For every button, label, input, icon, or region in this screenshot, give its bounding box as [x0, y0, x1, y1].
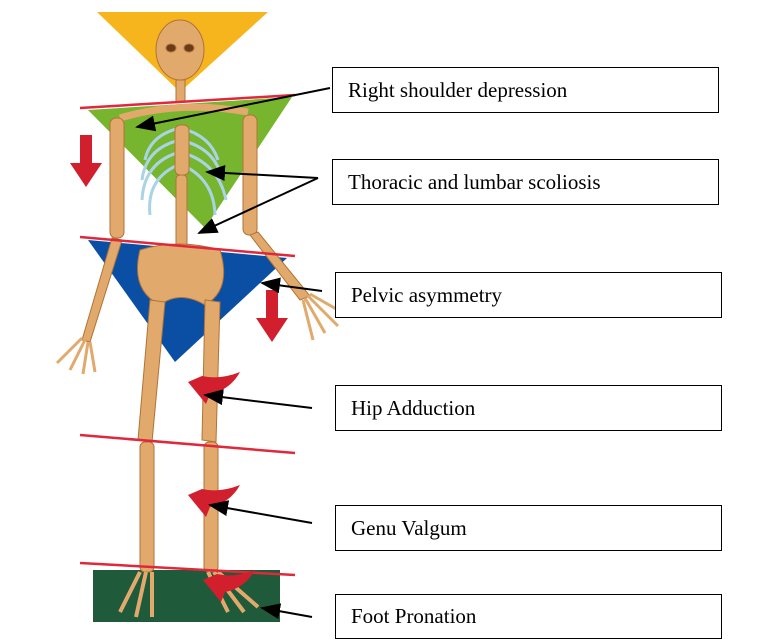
skeleton: [55, 19, 346, 618]
foot-rotation-arrow-icon: [203, 570, 255, 602]
label-right-shoulder-depression: Right shoulder depression: [332, 67, 719, 113]
label-pelvic-asymmetry: Pelvic asymmetry: [335, 272, 722, 318]
shoulder-down-arrow-icon: [70, 135, 102, 187]
label-hip-adduction: Hip Adduction: [335, 385, 722, 431]
pointer-arrows: [135, 87, 331, 620]
label-thoracic-lumbar-scoliosis: Thoracic and lumbar scoliosis: [332, 159, 719, 205]
hip-rotation-arrow-icon: [188, 372, 240, 404]
foot-base: [93, 570, 280, 622]
label-genu-valgum: Genu Valgum: [335, 505, 722, 551]
label-foot-pronation: Foot Pronation: [335, 594, 722, 639]
pelvis-down-arrow-icon: [256, 290, 288, 342]
level-lines: [79, 93, 296, 577]
